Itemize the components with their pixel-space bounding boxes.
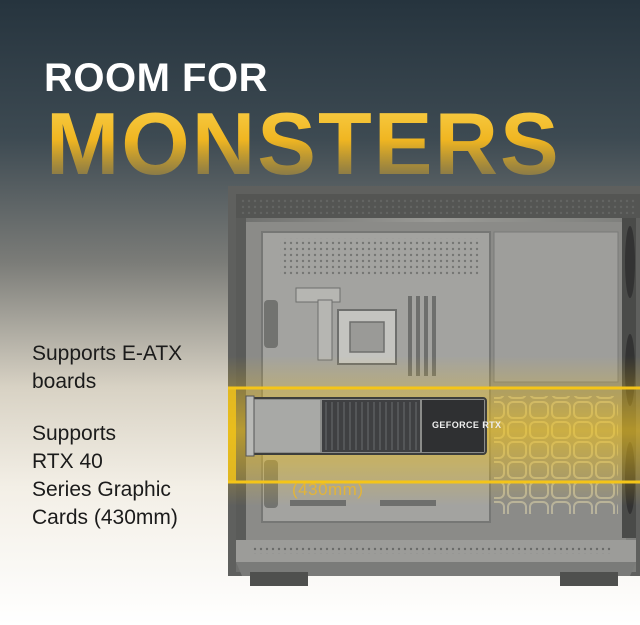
headline-line-1: ROOM FOR [44,56,268,100]
graphics-card [245,395,487,457]
feature-eatx-support: Supports E-ATX boards [32,342,183,393]
gpu-brand-label: GEFORCE RTX [432,420,502,430]
headline-line-2: MONSTERS [46,94,561,193]
gpu-length-label: (430mm) [292,480,364,499]
feature-gpu-support: Supports RTX 40 Series Graphic Cards (43… [32,422,178,529]
